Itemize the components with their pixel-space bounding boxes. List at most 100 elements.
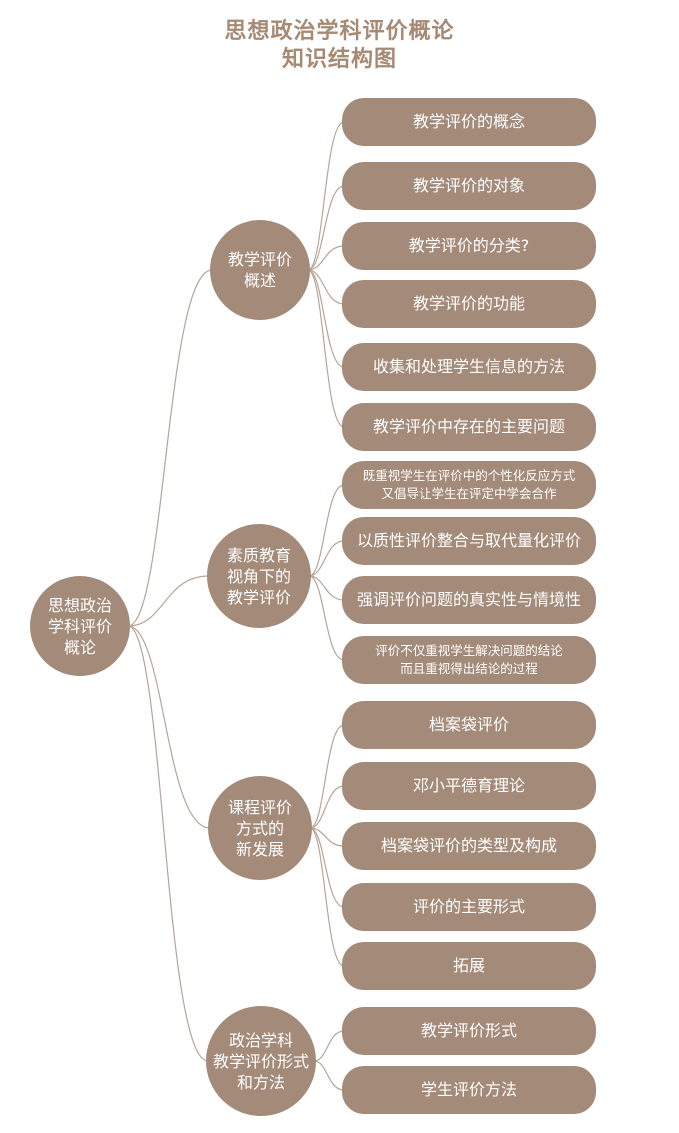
leaf-label-line: 教学评价中存在的主要问题 bbox=[372, 417, 565, 436]
connector-line bbox=[127, 575, 210, 627]
leaf-label-line: 又倡导让学生在评定中学会合作 bbox=[381, 486, 557, 501]
branch-label-line: 概述 bbox=[243, 271, 276, 290]
leaf-node[interactable]: 教学评价的功能 bbox=[342, 280, 596, 328]
root-node[interactable]: 思想政治 学科评价 概论 bbox=[30, 576, 130, 676]
leaf-node[interactable]: 强调评价问题的真实性与情境性 bbox=[342, 576, 596, 624]
leaf-label: 学生评价方法 bbox=[421, 1080, 517, 1100]
leaf-node[interactable]: 教学评价的分类? bbox=[342, 222, 596, 270]
leaf-label-line: 教学评价的概念 bbox=[412, 112, 525, 131]
branch-label-line: 教学评价 bbox=[227, 250, 292, 269]
leaf-label: 教学评价中存在的主要问题 bbox=[373, 417, 565, 437]
root-label-line: 思想政治 bbox=[47, 595, 112, 615]
branch-label-line: 教学评价形式 bbox=[212, 1051, 309, 1071]
leaf-label-line: 收集和处理学生信息的方法 bbox=[372, 357, 565, 376]
branch-node-politics-evaluation-methods[interactable]: 政治学科 教学评价形式 和方法 bbox=[206, 1006, 316, 1116]
leaf-node[interactable]: 学生评价方法 bbox=[342, 1066, 596, 1114]
leaf-label-line: 以质性评价整合与取代量化评价 bbox=[356, 531, 581, 550]
leaf-label-line: 拓展 bbox=[452, 956, 485, 975]
leaf-label-line: 既重视学生在评价中的个性化反应方式 bbox=[362, 468, 576, 483]
leaf-label-line: 教学评价的功能 bbox=[412, 294, 525, 313]
connector-line bbox=[307, 269, 345, 368]
leaf-label: 收集和处理学生信息的方法 bbox=[373, 357, 565, 377]
connector-line bbox=[309, 785, 345, 829]
leaf-node[interactable]: 教学评价中存在的主要问题 bbox=[342, 403, 596, 451]
connector-line bbox=[308, 484, 345, 577]
leaf-label: 教学评价的对象 bbox=[413, 176, 525, 196]
connector-line bbox=[127, 625, 211, 829]
branch-label: 课程评价 方式的 新发展 bbox=[228, 797, 292, 860]
branch-label: 教学评价 概述 bbox=[228, 249, 292, 291]
diagram-title: 思想政治学科评价概论 知识结构图 bbox=[0, 18, 679, 74]
leaf-node[interactable]: 邓小平德育理论 bbox=[342, 762, 596, 810]
leaf-node[interactable]: 教学评价形式 bbox=[342, 1007, 596, 1055]
leaf-label-line: 教学评价形式 bbox=[420, 1021, 517, 1040]
connector-line bbox=[307, 269, 345, 428]
leaf-label-line: 教学评价的对象 bbox=[412, 176, 525, 195]
leaf-label-line: 强调评价问题的真实性与情境性 bbox=[356, 590, 581, 609]
leaf-label-line: 邓小平德育理论 bbox=[412, 776, 525, 795]
leaf-label-line: 学生评价方法 bbox=[420, 1080, 517, 1099]
connector-line bbox=[308, 575, 345, 601]
connector-line bbox=[309, 724, 345, 829]
connector-line bbox=[307, 185, 345, 271]
leaf-node[interactable]: 档案袋评价 bbox=[342, 701, 596, 749]
leaf-label: 以质性评价整合与取代量化评价 bbox=[357, 531, 581, 551]
connector-line bbox=[308, 540, 345, 577]
leaf-label: 强调评价问题的真实性与情境性 bbox=[357, 590, 581, 610]
leaf-label-line: 档案袋评价 bbox=[428, 715, 509, 734]
leaf-label: 档案袋评价 bbox=[429, 715, 509, 735]
connector-line bbox=[307, 245, 345, 271]
connector-line bbox=[313, 1060, 345, 1091]
leaf-label-line: 而且重视得出结论的过程 bbox=[400, 661, 538, 676]
branch-node-evaluation-overview[interactable]: 教学评价 概述 bbox=[210, 220, 310, 320]
connector-line bbox=[307, 269, 345, 305]
branch-label-line: 和方法 bbox=[236, 1072, 285, 1092]
branch-label-line: 方式的 bbox=[235, 818, 284, 838]
leaf-label-line: 评价不仅重视学生解决问题的结论 bbox=[375, 643, 563, 658]
leaf-label: 邓小平德育理论 bbox=[413, 776, 525, 796]
leaf-label: 档案袋评价的类型及构成 bbox=[381, 836, 557, 856]
branch-label-line: 视角下的 bbox=[226, 566, 291, 586]
branch-label-line: 教学评价 bbox=[226, 587, 291, 607]
leaf-node[interactable]: 档案袋评价的类型及构成 bbox=[342, 822, 596, 870]
connector-line bbox=[308, 575, 345, 661]
connector-line bbox=[313, 1030, 345, 1062]
branch-node-quality-education[interactable]: 素质教育 视角下的 教学评价 bbox=[207, 524, 311, 628]
leaf-node[interactable]: 评价的主要形式 bbox=[342, 883, 596, 931]
branch-label: 政治学科 教学评价形式 和方法 bbox=[213, 1030, 309, 1093]
leaf-label: 评价的主要形式 bbox=[413, 897, 525, 917]
root-label-line: 概论 bbox=[63, 637, 96, 657]
connector-line bbox=[309, 827, 345, 908]
connector-line bbox=[309, 827, 345, 967]
leaf-label-line: 教学评价的分类? bbox=[408, 236, 530, 255]
branch-label-line: 新发展 bbox=[235, 839, 284, 859]
leaf-label: 教学评价的概念 bbox=[413, 112, 525, 132]
leaf-node[interactable]: 教学评价的对象 bbox=[342, 162, 596, 210]
leaf-node[interactable]: 收集和处理学生信息的方法 bbox=[342, 343, 596, 391]
connector-line bbox=[309, 827, 345, 847]
connector-line bbox=[127, 625, 209, 1062]
leaf-label: 拓展 bbox=[453, 956, 485, 976]
leaf-label: 评价不仅重视学生解决问题的结论 而且重视得出结论的过程 bbox=[375, 642, 563, 678]
leaf-label-line: 档案袋评价的类型及构成 bbox=[380, 836, 557, 855]
root-label-line: 学科评价 bbox=[47, 616, 112, 636]
leaf-label: 教学评价形式 bbox=[421, 1021, 517, 1041]
leaf-label: 既重视学生在评价中的个性化反应方式 又倡导让学生在评定中学会合作 bbox=[363, 467, 576, 503]
branch-label-line: 政治学科 bbox=[228, 1030, 293, 1050]
leaf-node[interactable]: 教学评价的概念 bbox=[342, 98, 596, 146]
branch-node-curriculum-evaluation[interactable]: 课程评价 方式的 新发展 bbox=[208, 776, 312, 880]
branch-label-line: 素质教育 bbox=[226, 545, 291, 565]
title-line-1: 思想政治学科评价概论 bbox=[224, 19, 455, 44]
leaf-label: 教学评价的分类? bbox=[409, 236, 530, 256]
leaf-node[interactable]: 既重视学生在评价中的个性化反应方式 又倡导让学生在评定中学会合作 bbox=[342, 461, 596, 509]
leaf-node[interactable]: 拓展 bbox=[342, 942, 596, 990]
title-line-2: 知识结构图 bbox=[281, 47, 397, 72]
root-node-label: 思想政治 学科评价 概论 bbox=[48, 595, 112, 658]
leaf-label-line: 评价的主要形式 bbox=[412, 897, 525, 916]
branch-label: 素质教育 视角下的 教学评价 bbox=[227, 545, 291, 608]
leaf-node[interactable]: 评价不仅重视学生解决问题的结论 而且重视得出结论的过程 bbox=[342, 636, 596, 684]
leaf-node[interactable]: 以质性评价整合与取代量化评价 bbox=[342, 517, 596, 565]
leaf-label: 教学评价的功能 bbox=[413, 294, 525, 314]
